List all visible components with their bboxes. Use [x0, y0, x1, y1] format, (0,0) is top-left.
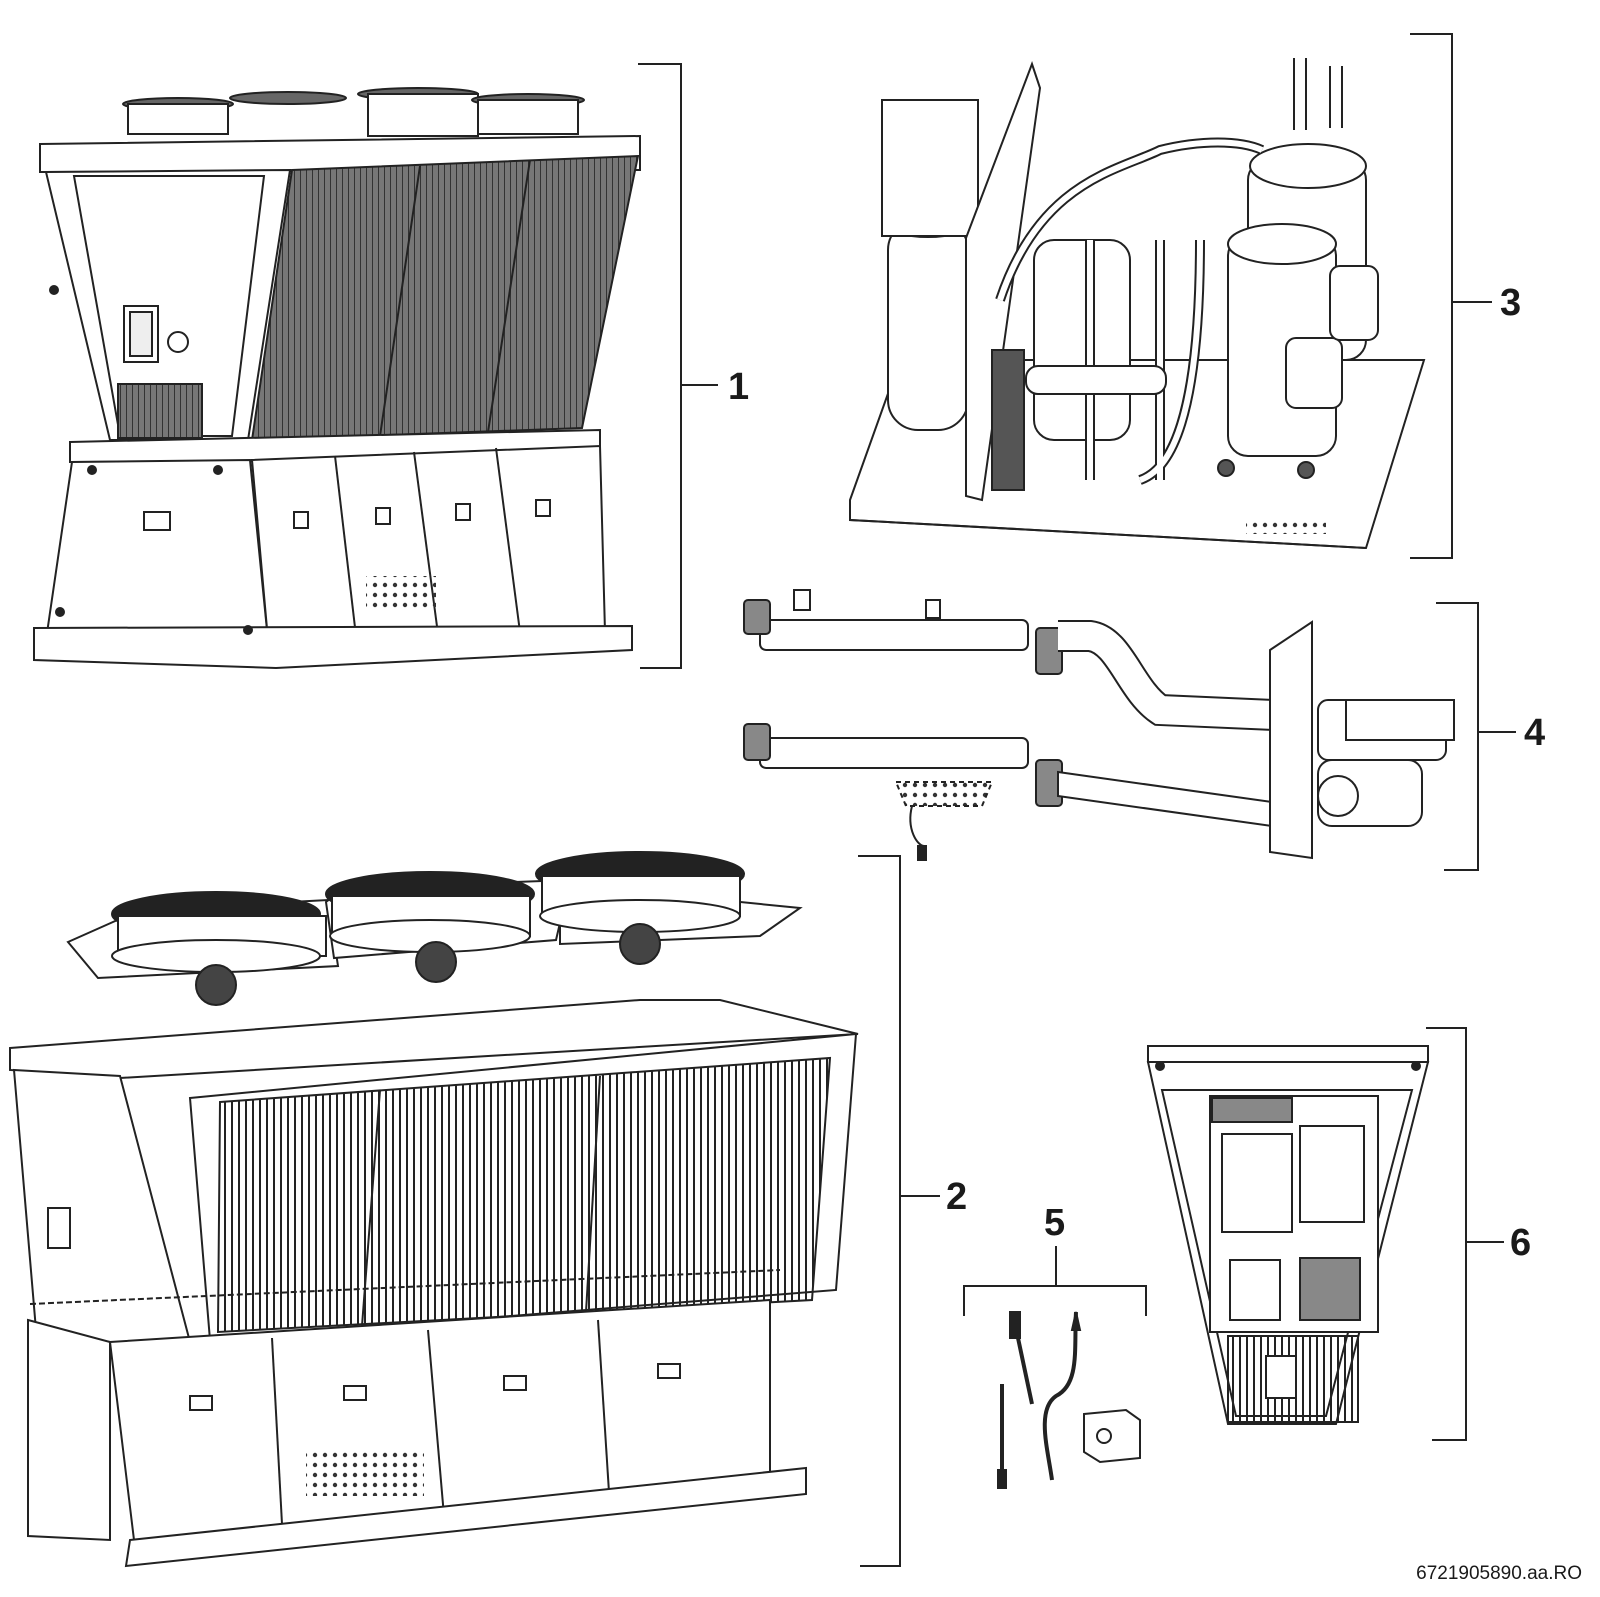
- callout-6: 6: [1510, 1222, 1532, 1264]
- bracket-1: [638, 63, 682, 669]
- part-3-compressor-module: [849, 58, 1426, 550]
- part-4-water-piping: [743, 589, 1455, 861]
- callout-5: 5: [1044, 1202, 1066, 1244]
- bracket-2: [858, 855, 901, 1567]
- document-reference-code: 6721905890.aa.RO: [1416, 1563, 1582, 1584]
- bracket-3: [1410, 33, 1453, 559]
- callout-2: 2: [946, 1176, 968, 1218]
- bracket-6: [1426, 1027, 1467, 1441]
- callout-1: 1: [728, 366, 750, 408]
- callout-4: 4: [1524, 712, 1546, 754]
- bracket-5: [963, 1285, 1147, 1316]
- part-5-sensor-kit: [997, 1311, 1141, 1489]
- part-6-control-box: [1146, 1045, 1430, 1425]
- part-2-fan-coil-assembly: [9, 851, 859, 1568]
- part-1-outdoor-unit: [33, 87, 641, 670]
- bracket-4: [1436, 602, 1479, 871]
- callout-3: 3: [1500, 282, 1522, 324]
